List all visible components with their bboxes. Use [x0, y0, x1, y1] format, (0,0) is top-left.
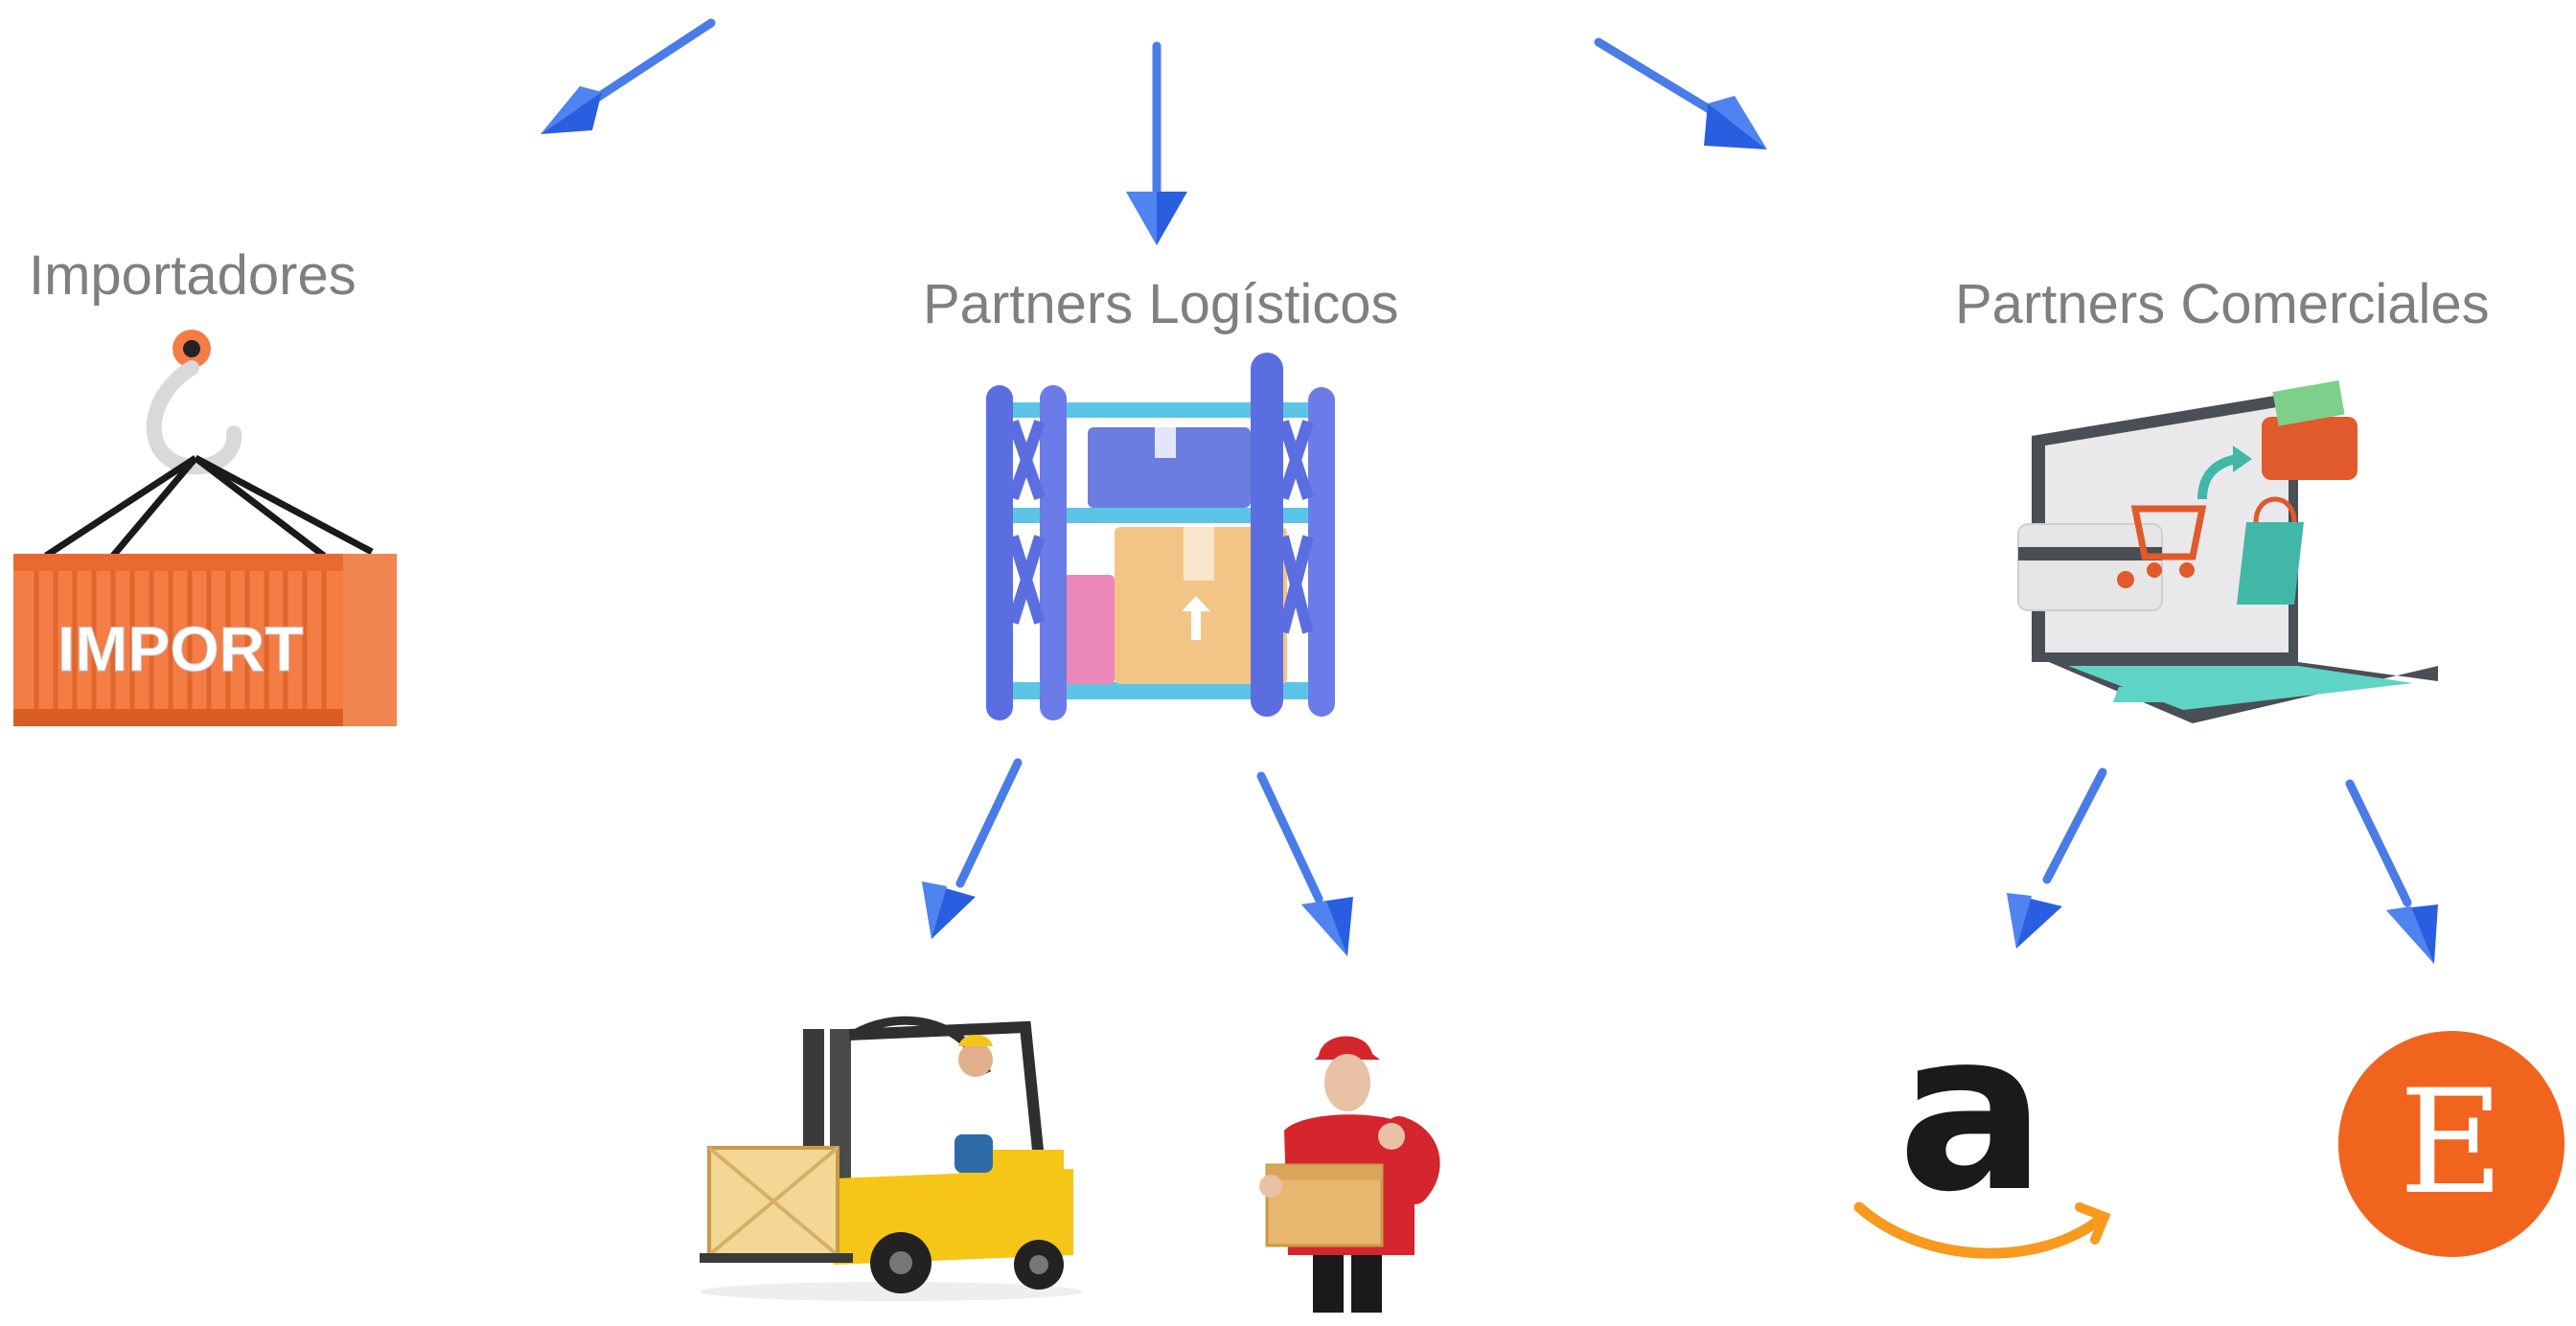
- arrow-to-logisticos: [1126, 41, 1187, 245]
- arrow-to-comerciales: [1594, 37, 1767, 149]
- amazon-logo-icon: a: [1853, 1016, 2111, 1259]
- arrow-to-forklift: [922, 758, 1023, 939]
- etsy-logo-letter: E: [2399, 1060, 2504, 1226]
- import-container-icon: IMPORT: [13, 330, 397, 726]
- container-import-text: IMPORT: [58, 613, 304, 684]
- arrow-to-importadores: [540, 18, 716, 134]
- amazon-logo-letter: a: [1898, 1016, 2046, 1241]
- arrow-to-etsy: [2345, 779, 2438, 964]
- warehouse-shelf-icon: [986, 353, 1335, 720]
- partners-comerciales-label: Partners Comerciales: [1955, 273, 2490, 335]
- forklift-icon: [700, 1016, 1083, 1301]
- delivery-person-icon: [1259, 1036, 1440, 1313]
- ecommerce-laptop-icon: [2017, 380, 2438, 723]
- etsy-logo-icon: E: [2338, 1031, 2564, 1257]
- partners-logisticos-label: Partners Logísticos: [923, 273, 1399, 335]
- importadores-label: Importadores: [29, 244, 356, 307]
- arrow-to-delivery: [1256, 771, 1353, 956]
- arrow-to-amazon: [2007, 767, 2107, 949]
